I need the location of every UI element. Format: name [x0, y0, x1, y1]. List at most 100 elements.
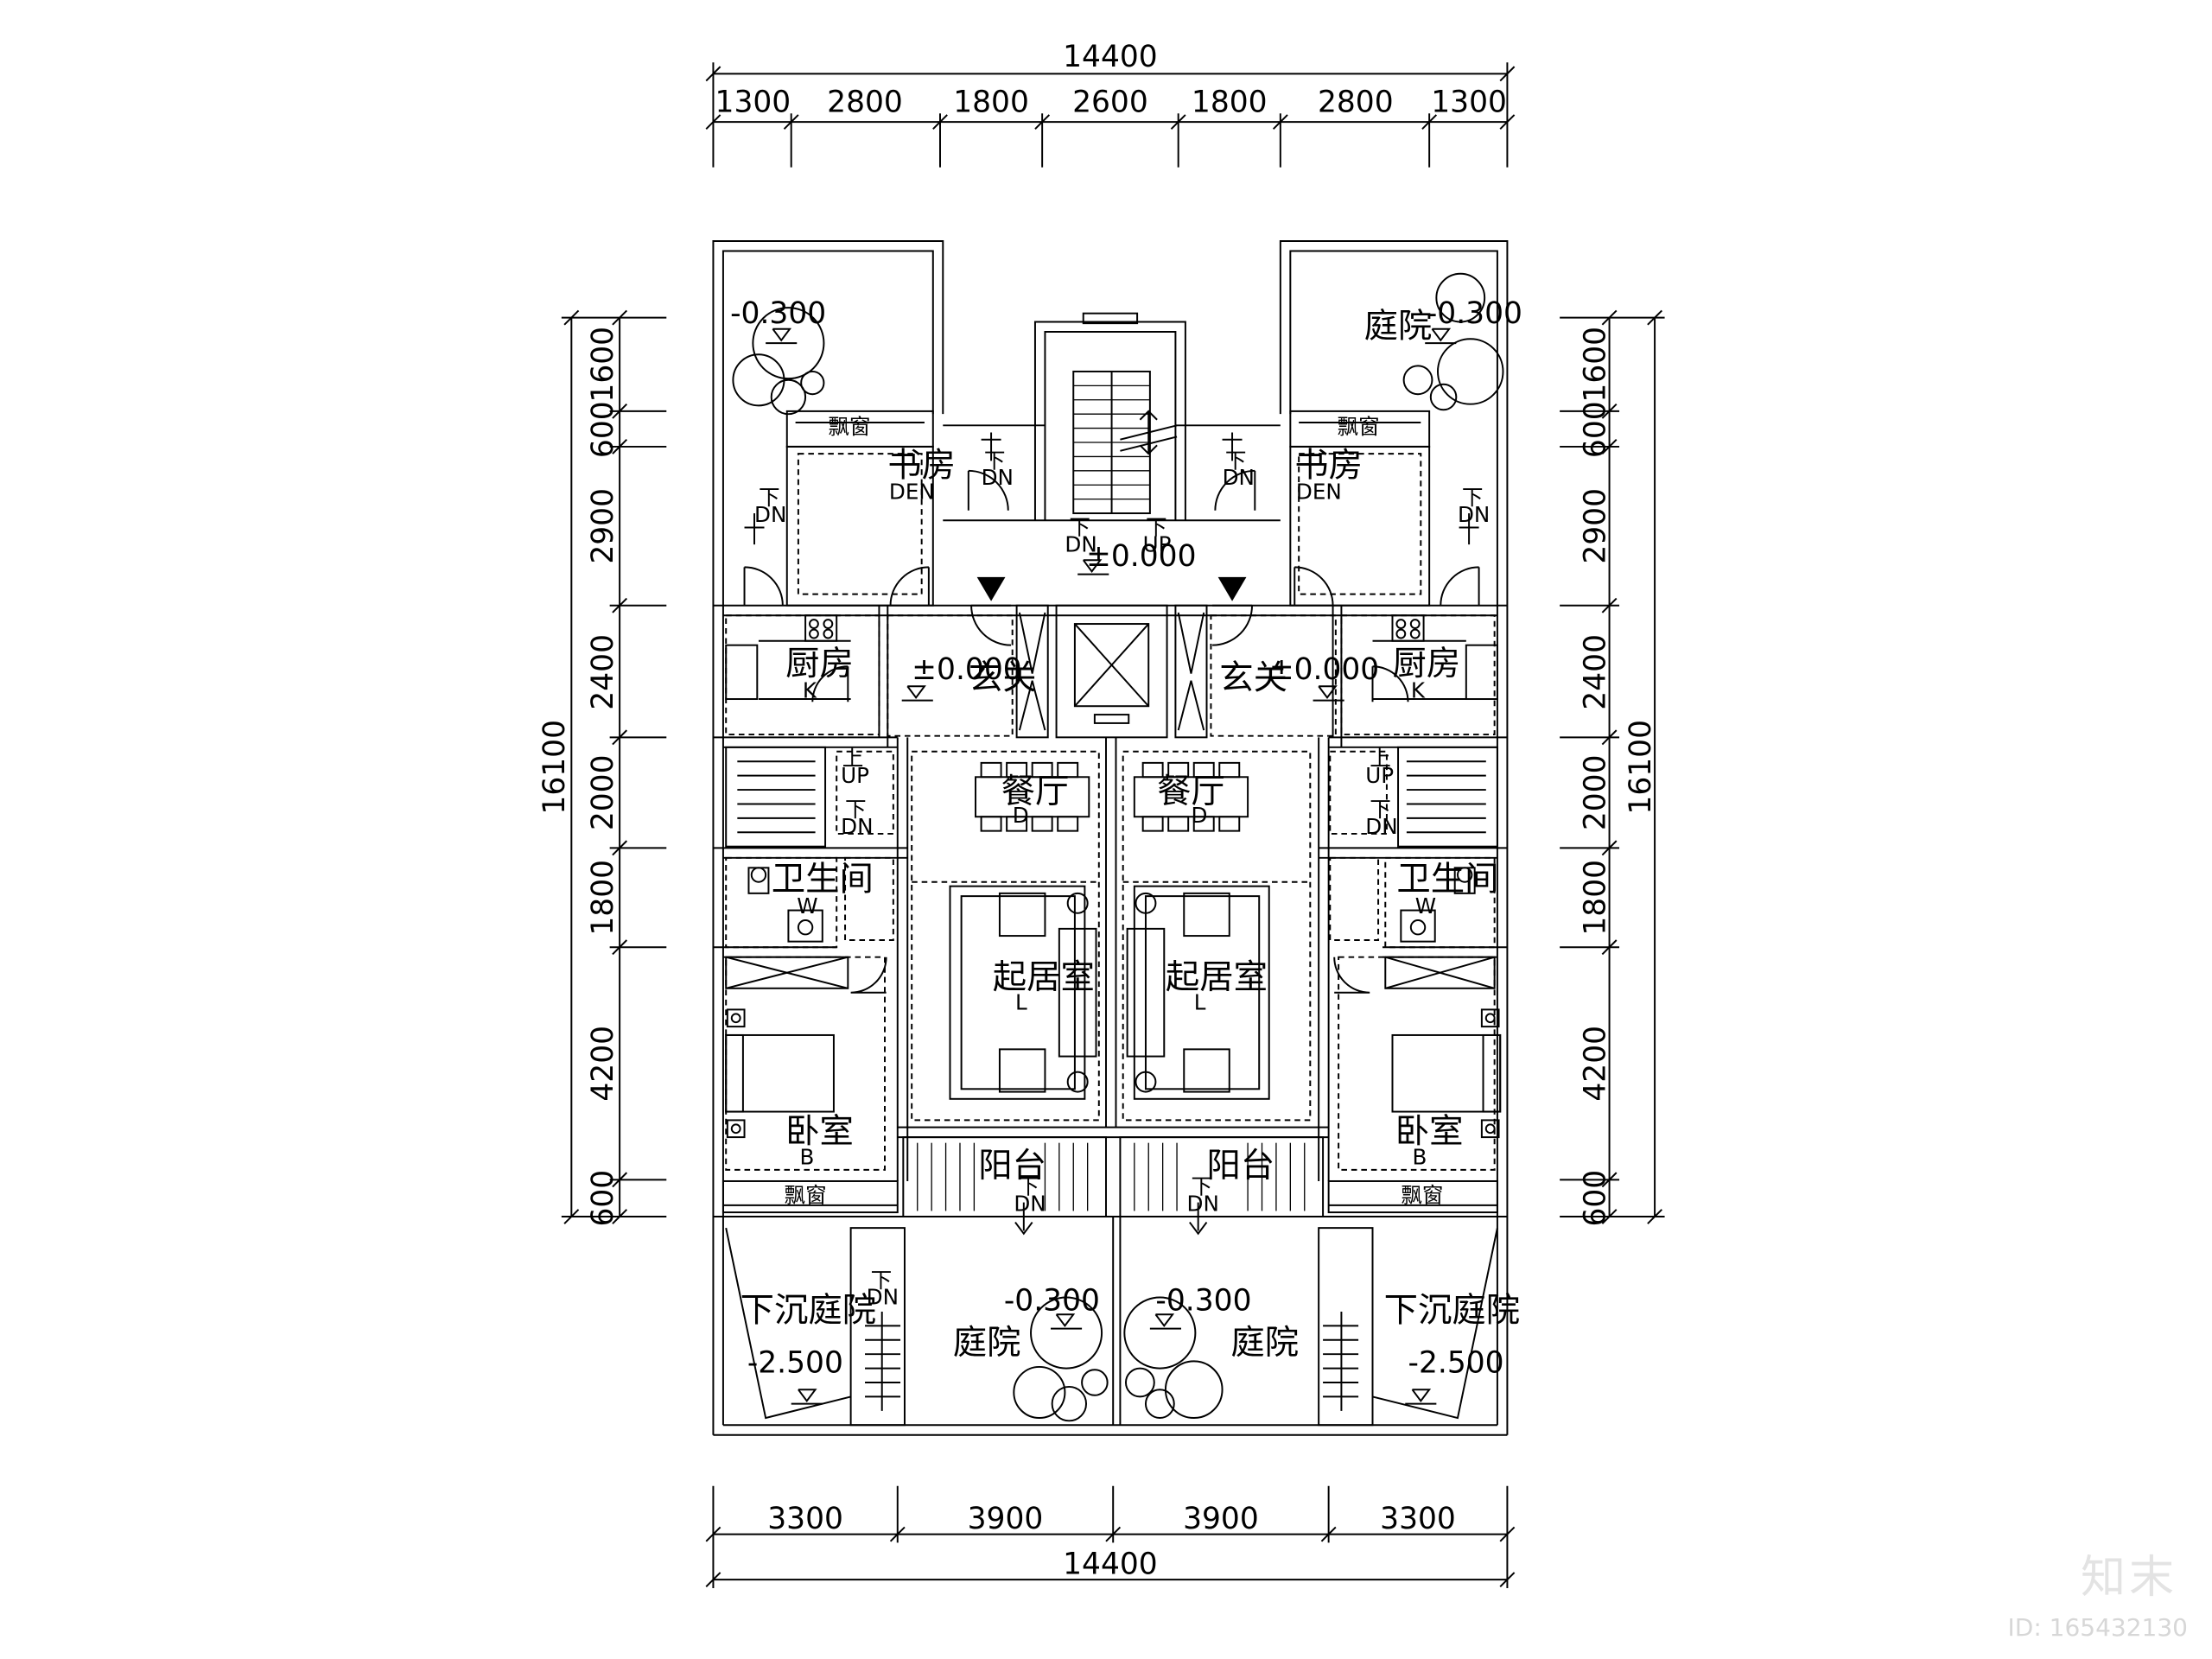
watermark-logo: 知末: [2080, 1552, 2177, 1604]
kitchen-right-code: K: [1411, 677, 1426, 702]
living-left: 起居室: [993, 957, 1095, 997]
interior-walls: [713, 272, 1508, 1427]
sunken-courtyard-right: 下沉庭院: [1384, 1290, 1521, 1330]
dining-right-code: D: [1191, 803, 1207, 828]
right-dim-1: 1600: [1579, 327, 1613, 403]
level-top-right: -0.300: [1427, 296, 1522, 331]
balcony-left-dn-en: DN: [1014, 1191, 1046, 1216]
bay-window-top-left: 飘窗: [828, 414, 870, 439]
left-dim-4: 2400: [586, 634, 620, 710]
left-total-dim: 16100: [537, 720, 572, 815]
balcony-left-dn-cn: 下: [1018, 1174, 1039, 1199]
left-dim-5: 2000: [586, 754, 620, 830]
room-labels: -0.300 庭院 -0.300 飘窗 飘窗 飘窗 飘窗 书房 DEN 书房 D…: [730, 296, 1522, 1380]
study-left: 书房: [887, 445, 956, 485]
right-dim-3: 2900: [1579, 488, 1613, 564]
kitchen-left-code: K: [803, 677, 817, 702]
right-dim-5: 2000: [1579, 754, 1613, 830]
bay-window-bottom-right: 飘窗: [1401, 1183, 1443, 1208]
level-foyer-left: ±0.000: [912, 652, 1022, 687]
top-dim-1: 1300: [715, 86, 791, 120]
bedroom-left-code: B: [800, 1144, 815, 1169]
level-courtyard-bl: -0.300: [1004, 1283, 1100, 1318]
dimension-texts: 14400 1300 2800 1800 2600 1800 2800 1300…: [537, 40, 1658, 1581]
left-dim-8: 600: [586, 1170, 620, 1227]
stair-arrows: [744, 410, 1479, 1236]
level-sunken-right: -2.500: [1408, 1346, 1504, 1381]
bathroom-right-code: W: [1415, 893, 1436, 918]
foyer-right: 玄关: [1219, 658, 1287, 698]
dn-cn-right-inner: 下: [1370, 797, 1391, 822]
right-dim-7: 4200: [1579, 1026, 1613, 1102]
left-dim-1: 1600: [586, 327, 620, 403]
top-overall-dim: 14400: [1063, 40, 1158, 74]
dn-cn-1: 下: [984, 448, 1006, 474]
bathroom-left-code: W: [797, 893, 817, 918]
bottom-dim-1: 3300: [767, 1502, 843, 1536]
bottom-dim-2: 3900: [968, 1502, 1044, 1536]
bottom-overall-dim: 14400: [1063, 1548, 1158, 1582]
level-foyer-right: ±0.000: [1269, 652, 1380, 687]
left-dim-7: 4200: [586, 1026, 620, 1102]
entrance-markers: [976, 576, 1247, 601]
top-dim-4: 2600: [1072, 86, 1148, 120]
balcony-left: 阳台: [978, 1146, 1046, 1185]
bottom-dim-4: 3300: [1380, 1502, 1456, 1536]
dn-en-left-inner: DN: [841, 814, 873, 839]
level-top-left: -0.300: [730, 296, 826, 331]
dining-left: 餐厅: [1001, 772, 1070, 811]
dn-en-right-inner: DN: [1365, 814, 1397, 839]
dining-left-code: D: [1013, 803, 1029, 828]
dn-cn-5: 下: [1069, 515, 1090, 540]
dn-en-3: DN: [754, 502, 786, 527]
right-total-dim: 16100: [1624, 720, 1658, 815]
up-en-right: UP: [1365, 763, 1394, 788]
left-dimension: [561, 309, 667, 1224]
level-sunken-left: -2.500: [747, 1346, 843, 1381]
up-en-1: UP: [1143, 531, 1172, 556]
dn-en-2: DN: [1223, 465, 1255, 490]
bedroom-right-code: B: [1412, 1144, 1427, 1169]
dn-cn-2: 下: [1225, 448, 1247, 474]
top-dim-6: 2800: [1318, 86, 1394, 120]
top-dim-3: 1800: [953, 86, 1029, 120]
right-dimension: [1560, 309, 1665, 1224]
left-dim-6: 1800: [586, 860, 620, 936]
courtyard-bottom-right: 庭院: [1230, 1323, 1299, 1363]
elevation-markers: [766, 327, 1457, 1405]
kitchen-right: 厨房: [1392, 644, 1460, 683]
right-dim-2: 600: [1579, 401, 1613, 458]
bedroom-right: 卧室: [1395, 1112, 1464, 1152]
left-dim-3: 2900: [586, 488, 620, 564]
dn-cn-4: 下: [1462, 485, 1484, 510]
living-right-code: L: [1194, 989, 1206, 1014]
bay-window-bottom-left: 飘窗: [784, 1183, 826, 1208]
kitchen-left: 厨房: [785, 644, 854, 683]
sunken-courtyard-left: 下沉庭院: [741, 1290, 877, 1330]
level-courtyard-br: -0.300: [1155, 1283, 1251, 1318]
balcony-right: 阳台: [1207, 1146, 1275, 1185]
lower-dn-en: DN: [867, 1285, 899, 1310]
tree-group: [732, 272, 1504, 1422]
study-right-code: DEN: [1296, 480, 1342, 505]
living-left-code: L: [1015, 989, 1027, 1014]
right-dim-6: 1800: [1579, 860, 1613, 936]
foyer-left: 玄关: [969, 658, 1037, 698]
bathroom-left: 卫生间: [772, 860, 874, 899]
dn-en-1: DN: [982, 465, 1014, 490]
bedroom-left: 卧室: [785, 1112, 854, 1152]
up-cn-left: 上: [842, 746, 864, 771]
dn-cn-3: 下: [759, 485, 780, 510]
study-left-code: DEN: [889, 480, 935, 505]
balcony-right-dn-en: DN: [1187, 1191, 1219, 1216]
up-en-left: UP: [841, 763, 869, 788]
bathroom-right: 卫生间: [1396, 860, 1498, 899]
courtyard-top-right: 庭院: [1364, 307, 1433, 346]
top-dim-7: 1300: [1431, 86, 1507, 120]
right-dim-8: 600: [1579, 1170, 1613, 1227]
study-right: 书房: [1294, 445, 1363, 485]
right-dim-4: 2400: [1579, 634, 1613, 710]
lower-dn-cn: 下: [871, 1268, 893, 1293]
dn-en-4: DN: [1458, 502, 1490, 527]
